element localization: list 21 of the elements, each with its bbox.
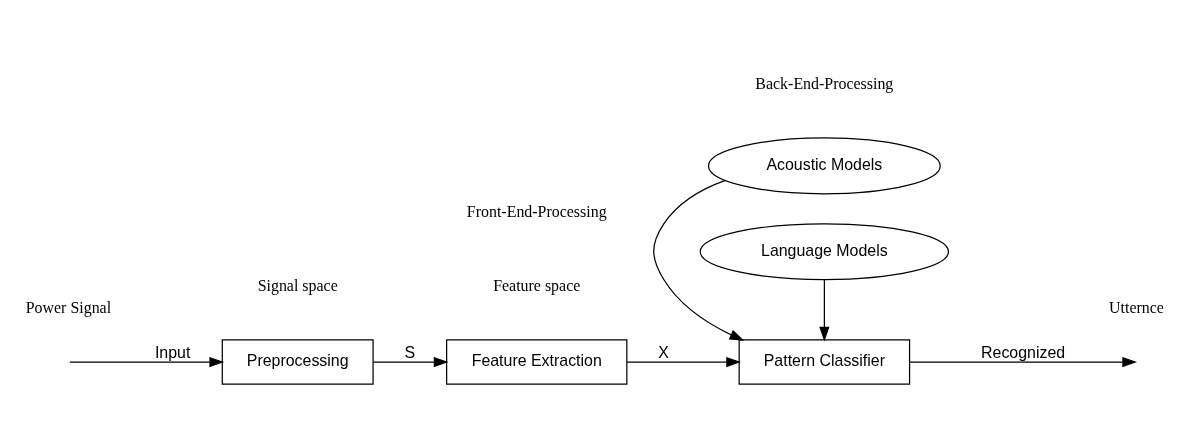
arrow bbox=[909, 356, 1138, 367]
node-box: Preprocessing bbox=[221, 338, 374, 385]
label: Power Signal bbox=[25, 298, 112, 316]
arrow bbox=[69, 356, 225, 367]
label: Front-End-Processing bbox=[466, 202, 607, 220]
label: Feature space bbox=[493, 276, 581, 294]
node-box: Feature Extraction bbox=[446, 338, 628, 385]
label: Utternce bbox=[1109, 298, 1164, 316]
node-ellipse: Language Models bbox=[699, 222, 950, 280]
label: Back-End-Processing bbox=[755, 74, 894, 92]
edge-label: Recognized bbox=[981, 343, 1066, 361]
edge-label: Input bbox=[154, 343, 191, 361]
edge-label: X bbox=[658, 343, 669, 361]
arrow bbox=[819, 278, 830, 341]
arrow bbox=[653, 179, 745, 341]
arrow bbox=[372, 356, 449, 367]
node-box: Pattern Classifier bbox=[738, 338, 911, 385]
arrow bbox=[626, 356, 741, 367]
edge-label: S bbox=[404, 343, 416, 361]
label: Signal space bbox=[257, 276, 338, 294]
node-ellipse: Acoustic Models bbox=[707, 136, 941, 194]
